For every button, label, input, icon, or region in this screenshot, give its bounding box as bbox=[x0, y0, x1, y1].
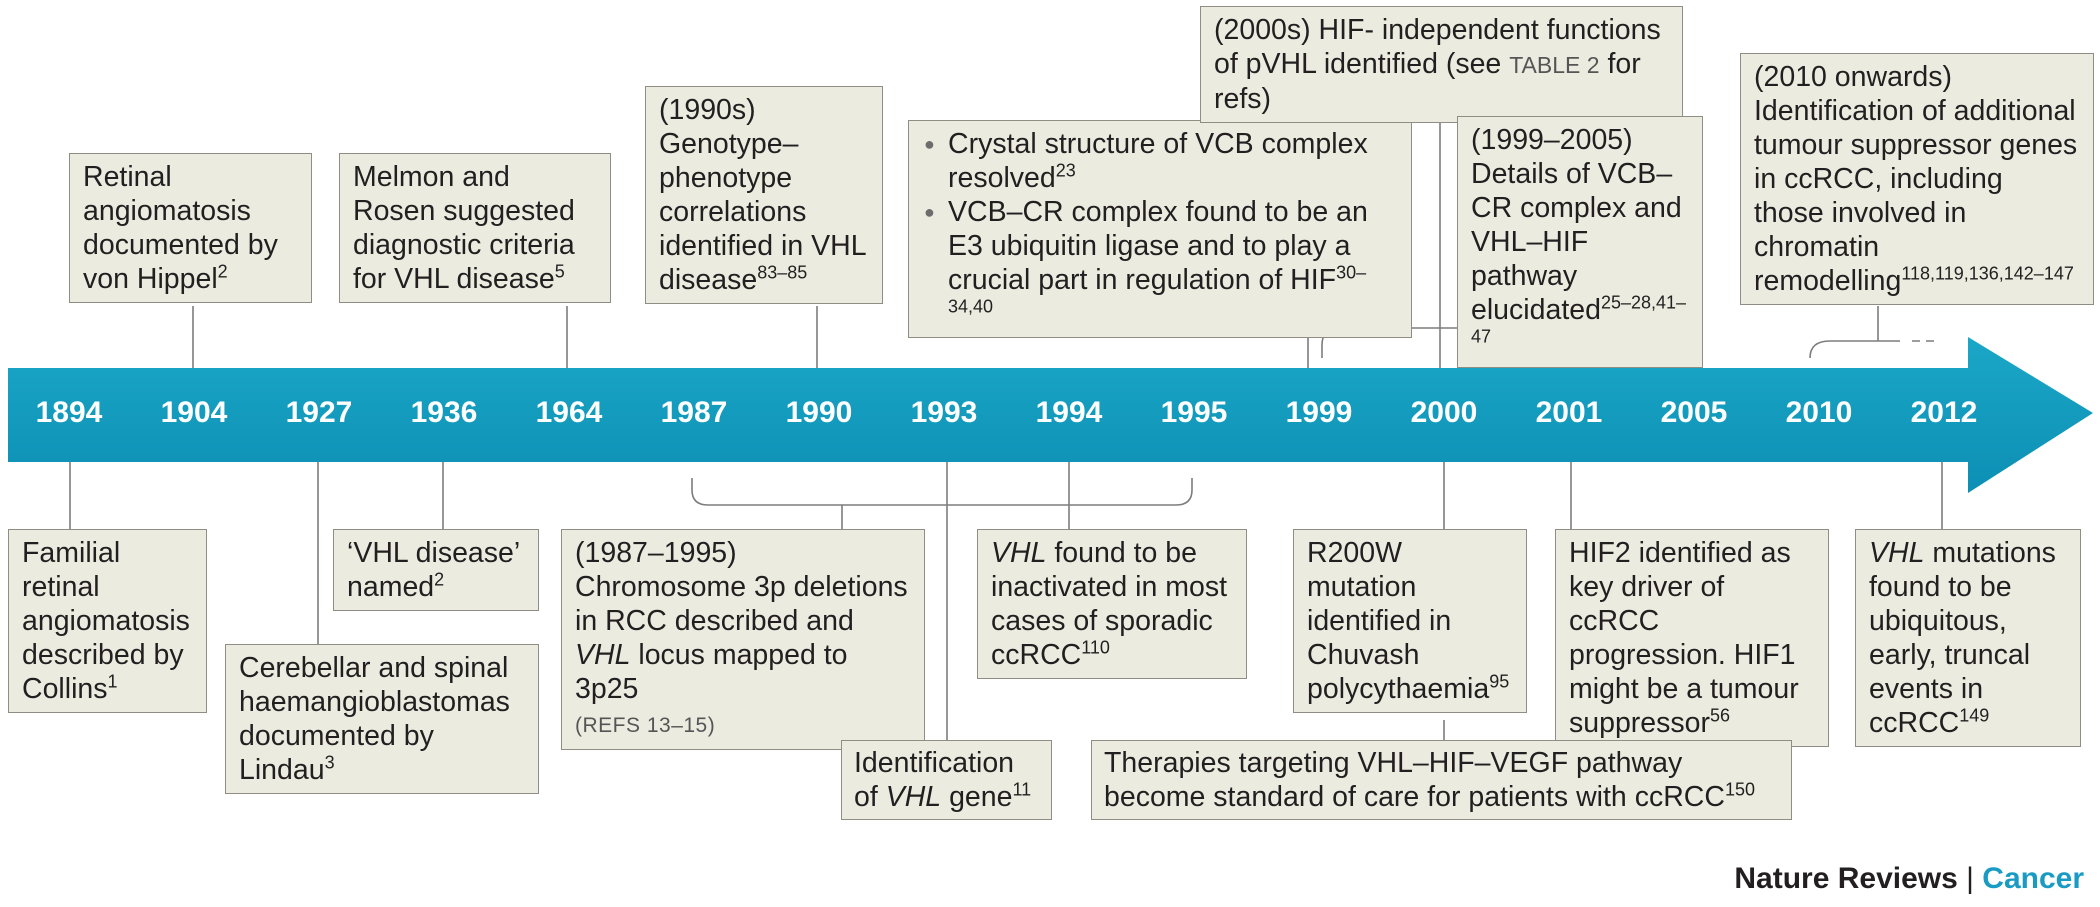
event-text: gene bbox=[949, 781, 1013, 813]
reference-superscript: 30–34,40 bbox=[948, 262, 1367, 317]
year-1927: 1927 bbox=[285, 396, 353, 429]
event-box-2010-onwards: (2010 onwards) Identification of additio… bbox=[1740, 53, 2094, 305]
event-box-1927: Cerebellar and spinal haemangioblastomas… bbox=[225, 644, 539, 794]
event-box-2001: HIF2 identified as key driver of ccRCC p… bbox=[1555, 529, 1829, 747]
journal-name: Nature Reviews bbox=[1734, 862, 1958, 895]
reference-superscript: 2 bbox=[217, 261, 228, 282]
gene-name: VHL bbox=[575, 639, 631, 671]
year-1990: 1990 bbox=[785, 396, 853, 429]
year-1993: 1993 bbox=[910, 396, 978, 429]
reference-superscript: 149 bbox=[1959, 705, 1990, 726]
year-1964: 1964 bbox=[535, 396, 603, 429]
year-2000: 2000 bbox=[1410, 396, 1478, 429]
reference-superscript: 1 bbox=[107, 671, 118, 692]
event-text: ‘VHL disease’ named bbox=[347, 537, 520, 603]
reference-superscript: 110 bbox=[1081, 637, 1110, 658]
event-box-1904: Retinal angiomatosis documented by von H… bbox=[69, 153, 312, 303]
reference-superscript: 3 bbox=[324, 752, 335, 773]
year-1936: 1936 bbox=[410, 396, 478, 429]
references-note: (REFS 13–15) bbox=[575, 714, 716, 737]
event-box-1987-1995: (1987–1995) Chromosome 3p deletions in R… bbox=[561, 529, 925, 750]
event-box-1999-crystal: Crystal structure of VCB complex resolve… bbox=[908, 120, 1412, 338]
event-box-2000s: (2000s) HIF- independent functions of pV… bbox=[1200, 6, 1683, 123]
event-text: Cerebellar and spinal haemangioblastomas… bbox=[239, 652, 510, 786]
event-bullet: VCB–CR complex found to be an E3 ubiquit… bbox=[922, 195, 1398, 331]
reference-superscript: 2 bbox=[434, 569, 445, 590]
event-text: for refs) bbox=[1214, 48, 1641, 115]
event-text: Therapies targeting VHL–HIF–VEGF pathway… bbox=[1104, 747, 1725, 813]
event-text: R200W mutation identified in Chuvash pol… bbox=[1307, 537, 1490, 705]
event-text: Identification of bbox=[854, 747, 1015, 813]
reference-superscript: 25–28,41–47 bbox=[1471, 292, 1687, 347]
event-text: (2010 onwards) Identification of additio… bbox=[1754, 61, 2078, 297]
event-box-2000: R200W mutation identified in Chuvash pol… bbox=[1293, 529, 1527, 713]
journal-brand: Nature Reviews | Cancer bbox=[1734, 862, 2084, 896]
event-box-1894: Familial retinal angiomatosis described … bbox=[8, 529, 207, 713]
journal-section: Cancer bbox=[1982, 862, 2084, 895]
timeline-arrow bbox=[8, 337, 2093, 493]
reference-superscript: 118,119,136,142–147 bbox=[1901, 263, 2074, 284]
brand-separator: | bbox=[1966, 862, 1974, 895]
event-box-2012: VHL mutations found to be ubiquitous, ea… bbox=[1855, 529, 2081, 747]
reference-superscript: 5 bbox=[554, 261, 565, 282]
event-box-1936: ‘VHL disease’ named2 bbox=[333, 529, 539, 611]
reference-superscript: 83–85 bbox=[757, 262, 808, 283]
event-text: Retinal angiomatosis documented by von H… bbox=[83, 161, 278, 295]
event-box-1994: VHL found to be inactivated in most case… bbox=[977, 529, 1247, 679]
year-2012: 2012 bbox=[1910, 396, 1978, 429]
event-text: (1987–1995) Chromosome 3p deletions in R… bbox=[575, 537, 908, 637]
table-reference: TABLE 2 bbox=[1509, 52, 1600, 78]
event-text: (1990s) Genotype–phenotype correlations … bbox=[659, 94, 866, 296]
event-box-1999-2005: (1999–2005) Details of VCB–CR complex an… bbox=[1457, 116, 1703, 368]
event-bullet-list: Crystal structure of VCB complex resolve… bbox=[922, 127, 1398, 331]
year-1904: 1904 bbox=[160, 396, 228, 429]
year-1987: 1987 bbox=[660, 396, 728, 429]
year-1994: 1994 bbox=[1035, 396, 1103, 429]
year-1894: 1894 bbox=[35, 396, 103, 429]
reference-superscript: 95 bbox=[1489, 671, 1510, 692]
event-text: (2000s) HIF- independent functions of pV… bbox=[1214, 14, 1661, 80]
gene-name: VHL bbox=[991, 537, 1047, 569]
event-text: Familial retinal angiomatosis described … bbox=[22, 537, 190, 705]
reference-superscript: 11 bbox=[1012, 779, 1032, 800]
gene-name: VHL bbox=[1869, 537, 1925, 569]
year-1995: 1995 bbox=[1160, 396, 1228, 429]
event-box-1990s: (1990s) Genotype–phenotype correlations … bbox=[645, 86, 883, 304]
year-1999: 1999 bbox=[1285, 396, 1353, 429]
event-text: (1999–2005) Details of VCB–CR complex an… bbox=[1471, 124, 1682, 326]
event-box-therapies: Therapies targeting VHL–HIF–VEGF pathway… bbox=[1091, 740, 1792, 820]
reference-superscript: 150 bbox=[1724, 779, 1755, 800]
event-box-1993: Identification of VHL gene11 bbox=[841, 740, 1052, 820]
event-box-1964: Melmon and Rosen suggested diagnostic cr… bbox=[339, 153, 611, 303]
event-text: Melmon and Rosen suggested diagnostic cr… bbox=[353, 161, 575, 295]
reference-superscript: 23 bbox=[1055, 160, 1076, 181]
event-text: locus mapped to 3p25 bbox=[575, 639, 848, 705]
gene-name: VHL bbox=[885, 781, 942, 813]
year-2005: 2005 bbox=[1660, 396, 1728, 429]
event-bullet: Crystal structure of VCB complex resolve… bbox=[922, 127, 1398, 195]
year-2001: 2001 bbox=[1535, 396, 1603, 429]
reference-superscript: 56 bbox=[1709, 705, 1731, 726]
year-2010: 2010 bbox=[1785, 396, 1853, 429]
event-text: found to be inactivated in most cases of… bbox=[991, 537, 1228, 671]
event-text: mutations found to be ubiquitous, early,… bbox=[1869, 537, 2056, 739]
event-text: HIF2 identified as key driver of ccRCC p… bbox=[1569, 537, 1799, 739]
